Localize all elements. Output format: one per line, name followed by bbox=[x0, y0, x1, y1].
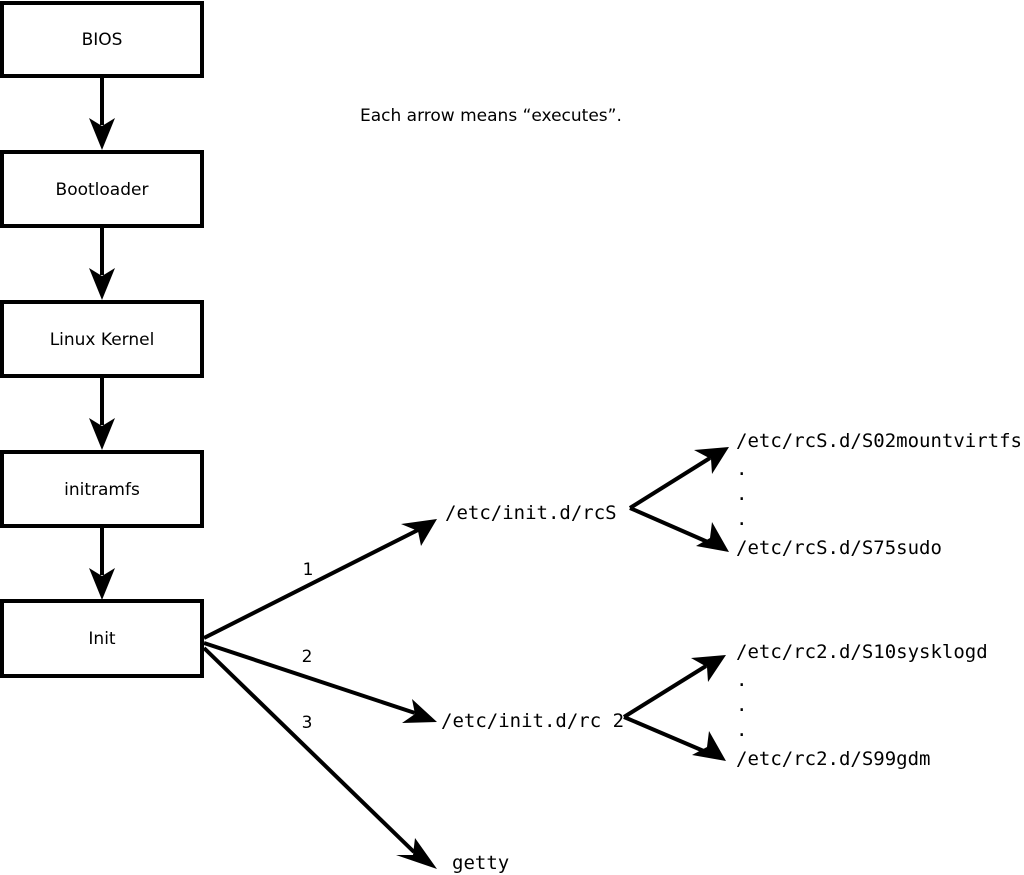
edge-initramfs-init-arrowhead bbox=[89, 568, 115, 600]
edge-initramfs-to-init bbox=[89, 526, 115, 600]
node-linux-kernel-rect bbox=[0, 300, 204, 378]
edge-init-branch-3-number: 3 bbox=[302, 713, 313, 733]
node-linux-kernel[interactable]: Linux Kernel bbox=[0, 300, 204, 378]
edge-rcs-first-arrowhead bbox=[694, 447, 729, 474]
edge-bios-bootloader-arrowhead bbox=[89, 118, 115, 150]
edge-rc2-last-line bbox=[623, 715, 707, 754]
rc2-ellipsis-dot-3: . bbox=[736, 719, 747, 741]
node-init[interactable]: Init bbox=[0, 599, 204, 678]
edge-kernel-initramfs-arrowhead bbox=[89, 418, 115, 450]
edge-rc2-last-arrowhead bbox=[692, 731, 726, 761]
edge-rc2-to-first-child bbox=[622, 655, 726, 719]
rcs-ellipsis-dot-3: . bbox=[736, 508, 747, 530]
node-linux-kernel-label: Linux Kernel bbox=[50, 330, 155, 350]
node-initramfs[interactable]: initramfs bbox=[0, 450, 204, 528]
edge-init-branch-3: 3 bbox=[202, 646, 437, 869]
node-rcs-child-first[interactable]: /etc/rcS.d/S02mountvirtfs bbox=[736, 430, 1022, 452]
edge-bootloader-to-kernel bbox=[89, 226, 115, 300]
node-bios-rect bbox=[0, 1, 204, 78]
edge-init-branch-1-number: 1 bbox=[303, 560, 314, 580]
edge-rc2-first-line bbox=[622, 664, 708, 719]
node-bios[interactable]: BIOS bbox=[0, 1, 204, 78]
rcs-ellipsis-dot-1: . bbox=[736, 458, 747, 480]
node-init-label: Init bbox=[88, 629, 116, 649]
node-rc2-child-first[interactable]: /etc/rc2.d/S10sysklogd bbox=[736, 641, 988, 663]
edge-init-branch-2-arrowhead bbox=[402, 699, 437, 723]
edge-bios-to-bootloader bbox=[89, 76, 115, 150]
node-bootloader-rect bbox=[0, 150, 204, 228]
edge-rcs-to-last-child bbox=[629, 506, 729, 552]
edge-rc2-first-arrowhead bbox=[691, 655, 726, 682]
edge-init-branch-2: 2 bbox=[203, 641, 437, 723]
edge-rcs-to-first-child bbox=[628, 447, 729, 510]
edge-init-branch-3-line bbox=[202, 646, 416, 854]
edge-rcs-first-line bbox=[628, 456, 712, 510]
edge-init-branch-2-number: 2 bbox=[302, 647, 313, 667]
rc2-ellipsis-dot-2: . bbox=[736, 694, 747, 716]
node-bootloader-label: Bootloader bbox=[56, 180, 149, 200]
node-rcs-child-last[interactable]: /etc/rcS.d/S75sudo bbox=[736, 537, 942, 559]
rc2-ellipsis-dot-1: . bbox=[736, 669, 747, 691]
edge-rc2-to-last-child bbox=[623, 715, 726, 761]
node-initramfs-label: initramfs bbox=[64, 480, 140, 500]
node-bootloader[interactable]: Bootloader bbox=[0, 150, 204, 228]
rcs-ellipsis-dot-2: . bbox=[736, 483, 747, 505]
caption-label: Each arrow means “executes”. bbox=[360, 106, 622, 126]
edge-bootloader-kernel-arrowhead bbox=[89, 268, 115, 300]
edge-init-branch-2-line bbox=[203, 641, 416, 715]
edge-init-branch-3-arrowhead bbox=[396, 838, 437, 869]
node-getty-label[interactable]: getty bbox=[452, 852, 509, 874]
node-rc2-label[interactable]: /etc/init.d/rc 2 bbox=[441, 710, 624, 732]
edge-rcs-last-line bbox=[629, 506, 711, 545]
node-rcs-label[interactable]: /etc/init.d/rcS bbox=[445, 502, 617, 524]
node-bios-label: BIOS bbox=[82, 30, 123, 50]
edge-rcs-last-arrowhead bbox=[696, 522, 729, 552]
edge-init-branch-1-arrowhead bbox=[401, 519, 437, 546]
edge-init-branch-1-line bbox=[203, 528, 419, 640]
edge-init-branch-1: 1 bbox=[203, 519, 437, 640]
edge-kernel-to-initramfs bbox=[89, 376, 115, 450]
node-init-rect bbox=[0, 599, 204, 678]
node-rc2-child-last[interactable]: /etc/rc2.d/S99gdm bbox=[736, 748, 930, 770]
